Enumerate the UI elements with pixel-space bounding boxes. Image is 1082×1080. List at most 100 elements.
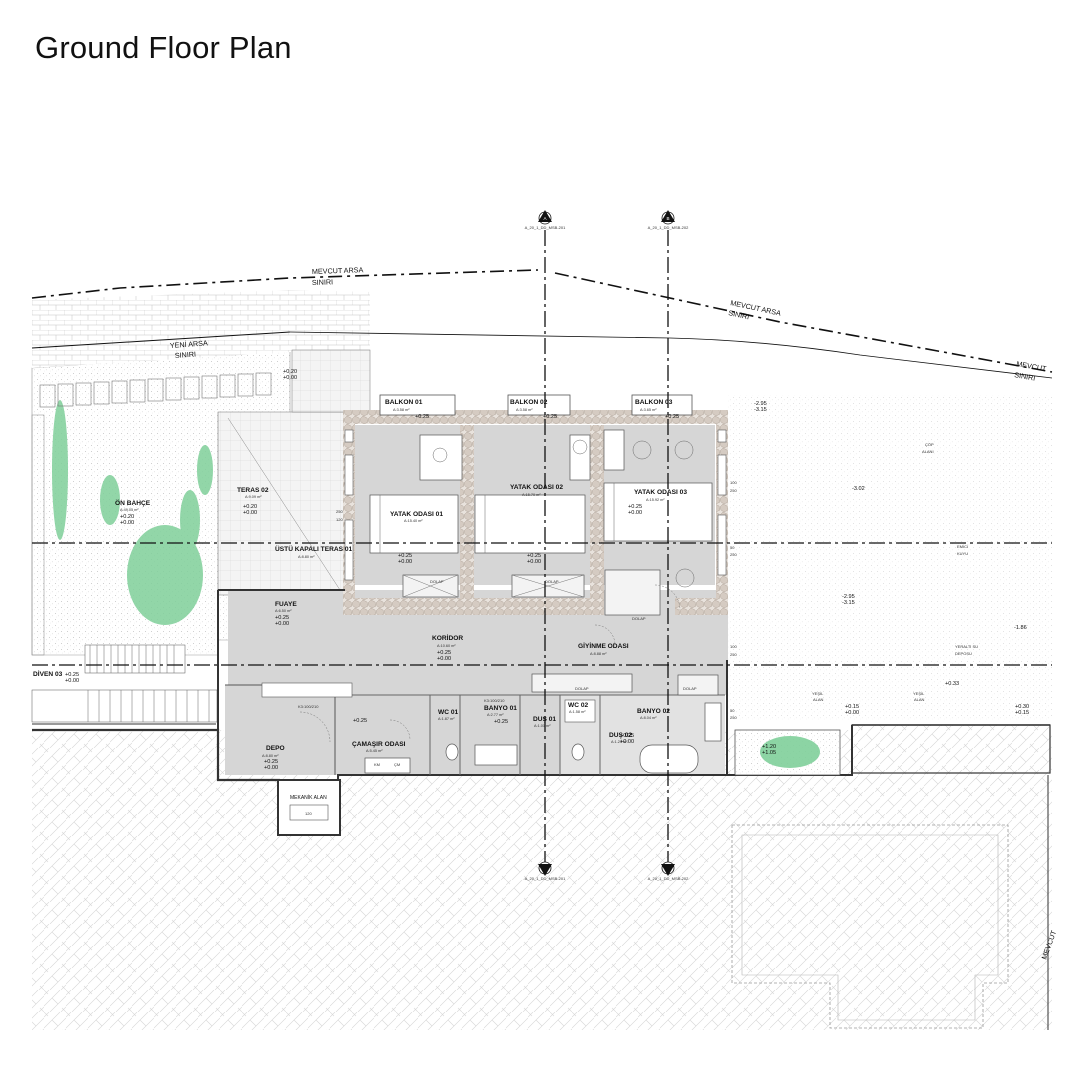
section-marker-a-top: A A_20_1_DD_MSB-201 — [525, 210, 566, 230]
svg-text:SINIRI: SINIRI — [1014, 370, 1036, 383]
svg-text:DEPO: DEPO — [266, 745, 285, 752]
svg-text:A:6.50 m²: A:6.50 m² — [275, 609, 292, 613]
svg-text:+0.15: +0.15 — [1015, 710, 1029, 716]
svg-text:+0.33: +0.33 — [945, 681, 959, 687]
svg-text:BANYO 02: BANYO 02 — [637, 708, 670, 715]
svg-text:DİVEN 03: DİVEN 03 — [33, 670, 63, 678]
svg-text:+0.00: +0.00 — [264, 765, 278, 771]
svg-text:ÇM: ÇM — [394, 762, 400, 767]
svg-text:K3:100/210: K3:100/210 — [484, 698, 505, 703]
svg-text:A:1.01 m²: A:1.01 m² — [534, 724, 551, 728]
site-labels: ÇÖP ALANI EMİCİ KUYU YERALTI SU DEPOSU Y… — [812, 442, 978, 702]
svg-text:GİYİNME ODASI: GİYİNME ODASI — [578, 642, 629, 650]
svg-text:A:3.58 m²: A:3.58 m² — [516, 408, 533, 412]
svg-text:+0.25: +0.25 — [543, 414, 557, 420]
svg-text:A:15.92 m²: A:15.92 m² — [646, 498, 665, 502]
svg-text:MEKANİK ALAN: MEKANİK ALAN — [290, 794, 327, 801]
svg-text:EMİCİ: EMİCİ — [957, 544, 968, 549]
svg-text:+0.20: +0.20 — [120, 514, 134, 520]
svg-text:+0.25: +0.25 — [275, 615, 289, 621]
svg-text:A:5.45 m²: A:5.45 m² — [366, 749, 383, 753]
svg-text:120: 120 — [336, 517, 343, 522]
svg-text:+0.00: +0.00 — [527, 559, 541, 565]
svg-text:SINIRI: SINIRI — [312, 277, 333, 287]
svg-text:50: 50 — [730, 708, 735, 713]
svg-text:-3.15: -3.15 — [842, 600, 855, 606]
svg-text:ALANI: ALANI — [922, 449, 934, 454]
svg-text:A:2.77 m²: A:2.77 m² — [487, 713, 504, 717]
svg-text:KORİDOR: KORİDOR — [432, 634, 463, 642]
svg-text:YENİ ARSA: YENİ ARSA — [170, 338, 209, 350]
svg-text:250: 250 — [730, 652, 737, 657]
svg-text:WC 02: WC 02 — [568, 702, 588, 709]
svg-text:+1.05: +1.05 — [762, 750, 776, 756]
svg-text:DOLAP: DOLAP — [575, 686, 589, 691]
svg-text:A:10.60 m²: A:10.60 m² — [437, 644, 456, 648]
svg-text:DUŞ 01: DUŞ 01 — [533, 716, 556, 723]
section-marker-b-bottom: A_20_1_DD_MSB-202 — [648, 861, 689, 881]
svg-text:MEVCUT ARSA: MEVCUT ARSA — [312, 265, 364, 276]
svg-text:A:49.05 m²: A:49.05 m² — [120, 508, 139, 512]
svg-text:YATAK ODASI 01: YATAK ODASI 01 — [390, 511, 443, 518]
svg-text:100: 100 — [730, 644, 737, 649]
section-marker-a-bottom: A_20_1_DD_MSB-201 — [525, 861, 566, 881]
svg-text:+0.25: +0.25 — [65, 672, 79, 678]
svg-text:A:8.80 m²: A:8.80 m² — [262, 754, 279, 758]
svg-text:SINIRI: SINIRI — [175, 350, 197, 360]
page-title: Ground Floor Plan — [35, 30, 292, 65]
svg-text:SINIRI: SINIRI — [728, 308, 751, 321]
section-marker-b-top: B A_20_1_DD_MSB-202 — [648, 210, 689, 230]
dimension-labels: 250 120 100 250 50 250 100 250 50 250 K3… — [298, 480, 737, 720]
svg-text:B: B — [666, 216, 669, 221]
svg-text:TERAS 02: TERAS 02 — [237, 487, 269, 494]
svg-text:+0.25: +0.25 — [620, 733, 634, 739]
svg-text:BALKON 02: BALKON 02 — [510, 399, 548, 406]
svg-text:+0.25: +0.25 — [628, 504, 642, 510]
svg-text:DUŞ 02: DUŞ 02 — [609, 732, 632, 739]
svg-text:+0.00: +0.00 — [65, 678, 79, 684]
svg-text:BALKON 01: BALKON 01 — [385, 399, 423, 406]
svg-text:+0.25: +0.25 — [494, 719, 508, 725]
svg-text:A:1.58 m²: A:1.58 m² — [569, 710, 586, 714]
svg-text:120: 120 — [305, 811, 312, 816]
svg-text:+0.25: +0.25 — [527, 553, 541, 559]
svg-text:A:8.80 m²: A:8.80 m² — [298, 555, 315, 559]
property-boundaries — [31, 269, 1053, 379]
svg-text:A_20_1_DD_MSB-201: A_20_1_DD_MSB-201 — [525, 225, 566, 230]
svg-text:+0.25: +0.25 — [353, 718, 367, 724]
svg-text:250: 250 — [336, 509, 343, 514]
building — [217, 394, 728, 836]
svg-text:+0.25: +0.25 — [415, 414, 429, 420]
svg-text:+0.00: +0.00 — [243, 510, 257, 516]
pool-outline — [731, 824, 1009, 1029]
svg-text:A:9.09 m²: A:9.09 m² — [245, 495, 262, 499]
svg-text:250: 250 — [730, 552, 737, 557]
svg-text:WC 01: WC 01 — [438, 709, 458, 716]
svg-text:YATAK ODASI 03: YATAK ODASI 03 — [634, 489, 687, 496]
paving-area — [32, 730, 1052, 1030]
svg-text:K3:100/210: K3:100/210 — [298, 704, 319, 709]
svg-text:+0.00: +0.00 — [437, 656, 451, 662]
svg-text:A_20_1_DD_MSB-202: A_20_1_DD_MSB-202 — [648, 876, 689, 881]
stairs-diven — [31, 644, 218, 723]
svg-text:ÇÖP: ÇÖP — [925, 442, 934, 447]
boundary-labels: MEVCUT ARSA SINIRI MEVCUT ARSA SINIRI ME… — [170, 265, 1059, 960]
svg-text:-2.95: -2.95 — [842, 594, 855, 600]
section-axes — [32, 230, 1052, 870]
svg-text:A:3.58 m²: A:3.58 m² — [393, 408, 410, 412]
svg-text:-1.86: -1.86 — [1014, 625, 1027, 631]
svg-text:KM: KM — [374, 762, 380, 767]
svg-text:A:3.65 m²: A:3.65 m² — [640, 408, 657, 412]
svg-text:DOLAP: DOLAP — [545, 579, 559, 584]
svg-text:A:8.04 m²: A:8.04 m² — [640, 716, 657, 720]
svg-text:+1.20: +1.20 — [762, 744, 776, 750]
svg-text:+0.30: +0.30 — [1015, 704, 1029, 710]
svg-text:250: 250 — [730, 488, 737, 493]
svg-text:DOLAP: DOLAP — [430, 579, 444, 584]
svg-text:250: 250 — [730, 715, 737, 720]
svg-text:+0.00: +0.00 — [620, 739, 634, 745]
svg-text:100: 100 — [730, 480, 737, 485]
svg-text:YERALTI SU: YERALTI SU — [955, 644, 978, 649]
svg-text:-2.95: -2.95 — [754, 401, 767, 407]
svg-text:DEPOSU: DEPOSU — [955, 651, 972, 656]
